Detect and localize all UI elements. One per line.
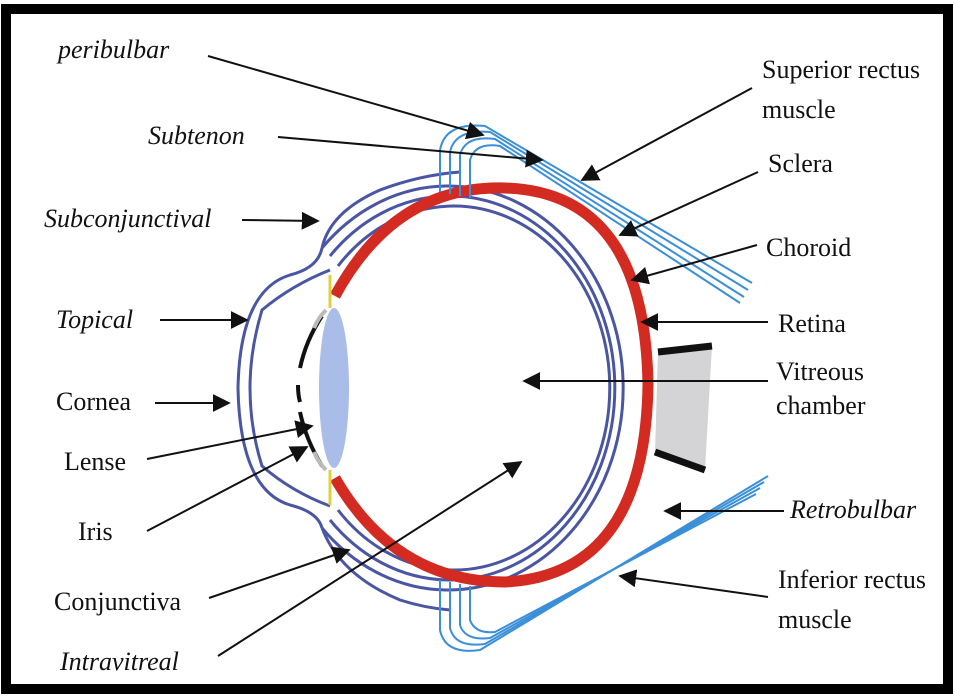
label-inferior-rectus-line1: Inferior rectus xyxy=(778,565,926,594)
label-inferior-rectus-line2: muscle xyxy=(778,605,852,634)
iris xyxy=(298,316,322,466)
sclera-layers xyxy=(238,172,623,610)
label-subconjunctival: Subconjunctival xyxy=(44,204,212,233)
label-retina: Retina xyxy=(778,309,846,338)
label-vitreous-line2: chamber xyxy=(776,391,866,420)
label-cornea: Cornea xyxy=(56,387,132,416)
label-sclera: Sclera xyxy=(768,149,833,178)
superior-rectus-muscle xyxy=(440,126,752,304)
label-topical: Topical xyxy=(56,305,133,334)
label-conjunctiva: Conjunctiva xyxy=(54,587,182,616)
label-iris: Iris xyxy=(78,517,113,546)
label-vitreous-line1: Vitreous xyxy=(776,357,864,386)
label-subtenon: Subtenon xyxy=(148,121,245,150)
label-retrobulbar: Retrobulbar xyxy=(789,495,917,524)
label-choroid: Choroid xyxy=(766,233,851,262)
label-superior-rectus-line1: Superior rectus xyxy=(762,55,920,84)
label-peribulbar: peribulbar xyxy=(56,35,170,64)
label-superior-rectus-line2: muscle xyxy=(762,95,836,124)
label-intravitreal: Intravitreal xyxy=(59,647,179,676)
inferior-rectus-muscle xyxy=(440,476,768,651)
lens xyxy=(319,308,349,468)
label-lense: Lense xyxy=(64,447,126,476)
retina-layer xyxy=(335,188,648,582)
